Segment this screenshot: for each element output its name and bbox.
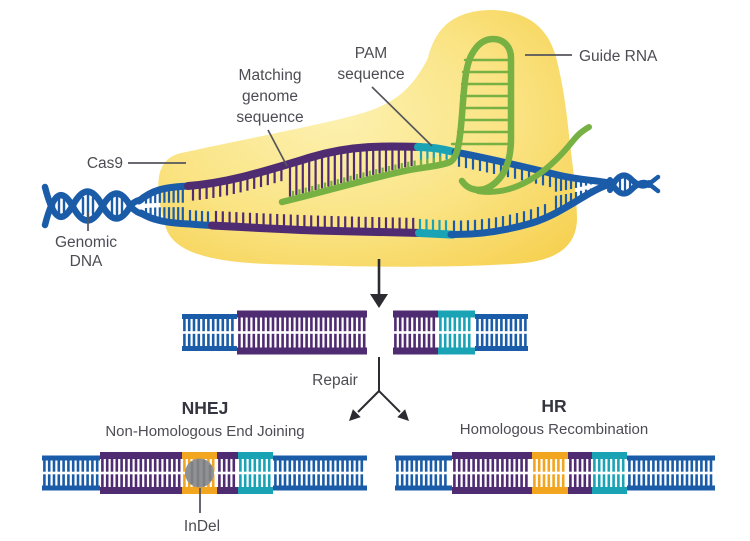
- nhej-heading: NHEJ: [182, 398, 229, 418]
- cas9-protein-blob: [158, 10, 577, 267]
- genomic-dna-label-line2: DNA: [70, 253, 103, 270]
- ladder-cut_left: [182, 310, 367, 355]
- repair-arrow-left-head: [349, 409, 361, 421]
- guide-rna-strand: [278, 35, 515, 206]
- cut-arrow-head: [370, 294, 388, 308]
- genomic-dna-left-helix: [41, 183, 146, 229]
- dna-ladders: [42, 310, 715, 494]
- rung-row: [144, 189, 184, 221]
- top-strand-purple: [184, 142, 424, 190]
- bottom-strand-blue-left: [137, 209, 218, 230]
- guide-rna: [278, 35, 592, 206]
- leader-lines: [87, 54, 572, 231]
- indel-label: InDel: [184, 518, 220, 535]
- rung-row: [191, 169, 283, 201]
- repair-arrow-left: [357, 390, 380, 413]
- pam-label-line2: sequence: [337, 66, 404, 83]
- repair-arrow-right-head: [397, 409, 409, 421]
- rung-row: [214, 210, 415, 230]
- rung-row: [418, 219, 448, 232]
- flow-arrows: [349, 259, 409, 421]
- genomic-dna-label-line1: Genomic: [55, 234, 117, 251]
- top-strand-blue-right: [451, 148, 617, 188]
- hr-subtitle: Homologous Recombination: [460, 421, 648, 438]
- indel-marker: [185, 458, 214, 513]
- repair-label: Repair: [312, 372, 358, 389]
- rung-row: [188, 210, 210, 223]
- matching-leader-line: [267, 129, 288, 167]
- top-strand-blue-left: [135, 182, 194, 205]
- bottom-strand-purple: [208, 221, 425, 237]
- ladder-cut_right: [393, 310, 528, 355]
- ladder-hr: [395, 452, 715, 494]
- repair-arrow-right: [378, 390, 401, 413]
- matching-genome-label-line2: genome: [242, 88, 298, 105]
- nhej-subtitle: Non-Homologous End Joining: [105, 423, 304, 440]
- matching-genome-label-line3: sequence: [236, 109, 303, 126]
- rung-row: [452, 204, 547, 232]
- rung-row: [288, 149, 413, 197]
- pam-label-line1: PAM: [355, 45, 387, 62]
- guide-rna-tail: [475, 124, 592, 195]
- opened-dna-strands: [135, 142, 617, 239]
- rung-row: [291, 156, 442, 197]
- guide-rna-label: Guide RNA: [579, 48, 658, 65]
- genomic-dna-right-helix: [607, 172, 661, 197]
- bottom-strand-blue-right: [447, 180, 617, 239]
- matching-genome-label-line1: Matching: [239, 67, 302, 84]
- pam-leader-line: [371, 86, 433, 147]
- hr-heading: HR: [541, 396, 567, 416]
- cas9-label: Cas9: [87, 155, 123, 172]
- dna-rungs: [144, 149, 598, 232]
